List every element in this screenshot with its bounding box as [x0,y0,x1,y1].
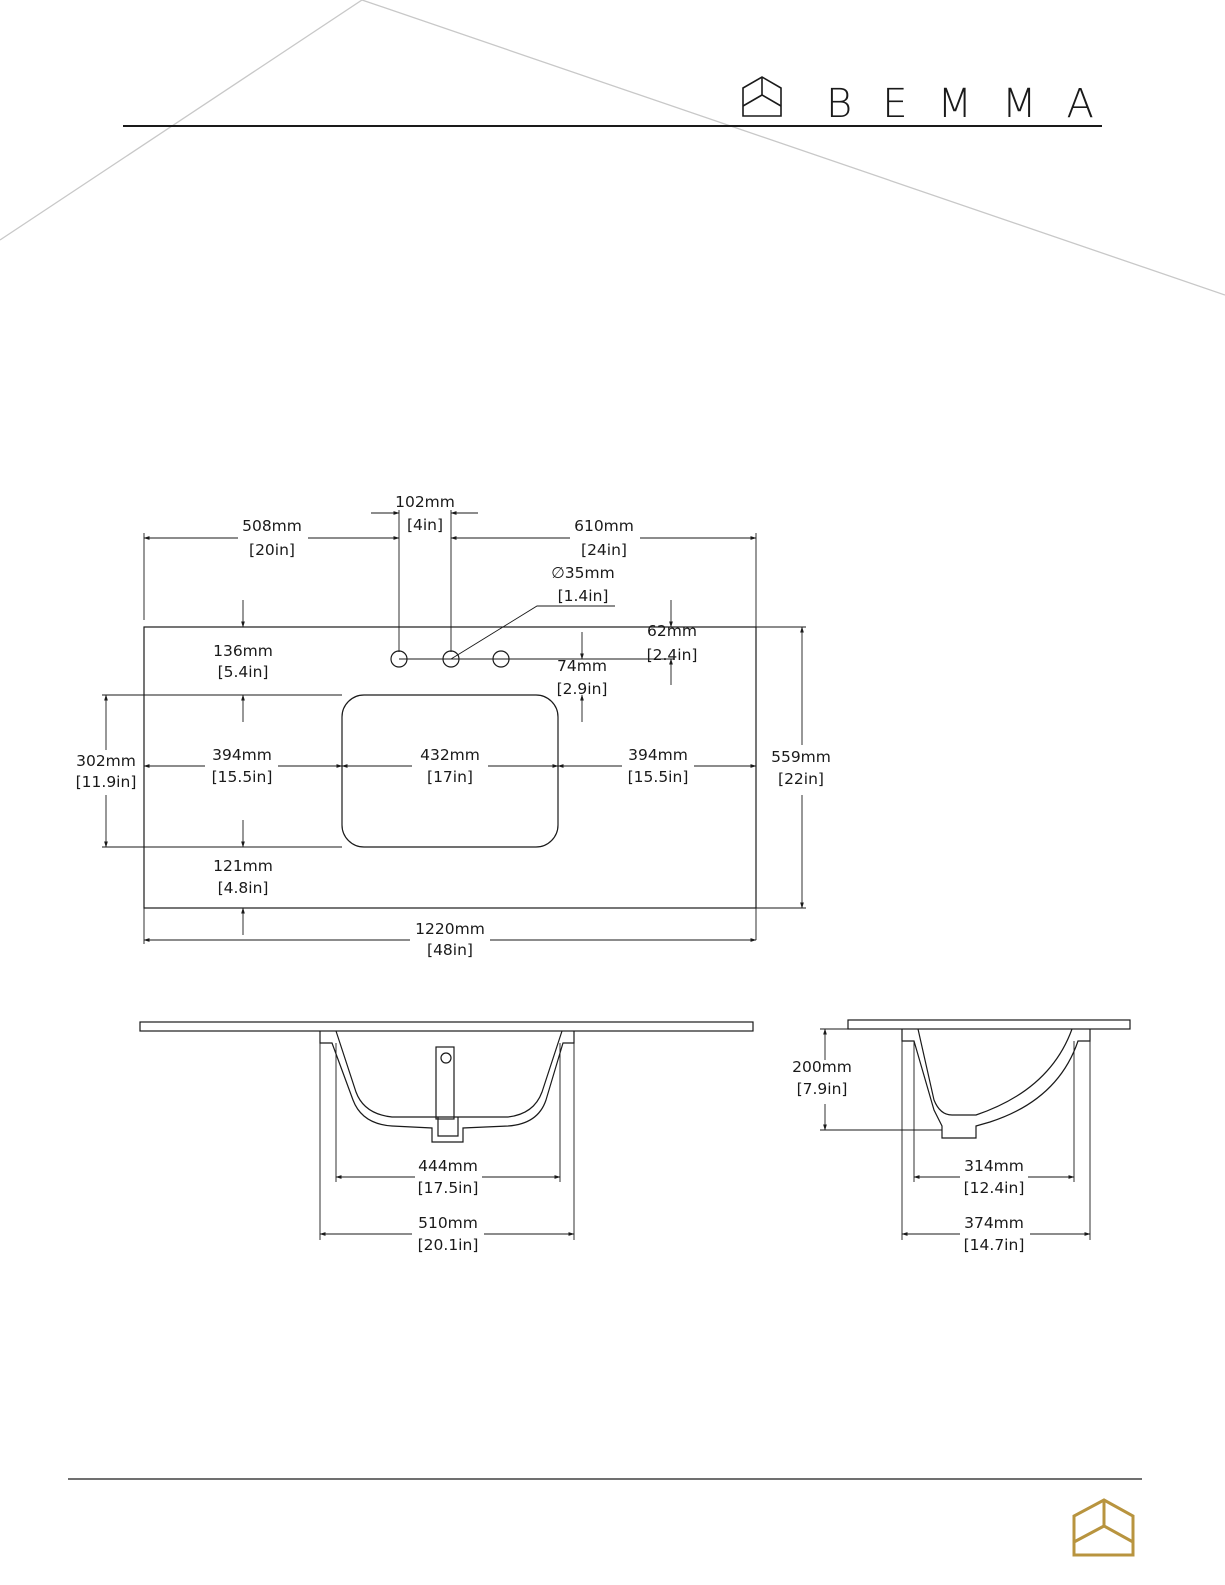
dim-faucet-to-bowl-mm: 74mm [557,657,607,675]
dim-hole-diameter-in: [1.4in] [558,587,609,605]
dim-left-to-faucet-in: [20in] [249,541,295,559]
dim-bowl-depth-top-mm: 302mm [76,752,136,770]
dim-side-outer-width-in: [14.7in] [964,1236,1025,1254]
dim-front-outer-width-in: [20.1in] [418,1236,479,1254]
countertop-slab-side [848,1020,1130,1029]
dim-bowl-width-top-in: [17in] [427,768,473,786]
house-logo-icon [743,77,781,116]
decorative-roof-lines [0,0,1225,295]
dim-overall-width-in: [48in] [427,941,473,959]
countertop-slab-front [140,1022,753,1031]
dim-faucet-spacing-in: [4in] [407,516,443,534]
dim-overall-depth-mm: 559mm [771,748,831,766]
dim-bowl-to-right-in: [15.5in] [628,768,689,786]
side-view-drawing [820,1020,1130,1240]
dim-overall-depth-in: [22in] [778,770,824,788]
top-view-drawing [102,510,806,944]
front-view-labels: 444mm [17.5in] 510mm [20.1in] [418,1157,479,1254]
dim-left-to-bowl-mm: 394mm [212,746,272,764]
dim-front-inner-width-in: [17.5in] [418,1179,479,1197]
dim-back-to-bowl-in: [5.4in] [218,663,269,681]
dim-left-to-faucet-mm: 508mm [242,517,302,535]
dim-side-inner-width-mm: 314mm [964,1157,1024,1175]
dim-bowl-width-top-mm: 432mm [420,746,480,764]
dim-back-to-bowl-mm: 136mm [213,642,273,660]
dim-faucet-spacing-mm: 102mm [395,493,455,511]
dim-overall-width-mm: 1220mm [415,920,485,938]
dim-bowl-depth-top-in: [11.9in] [76,773,137,791]
dim-bowl-to-front-in: [4.8in] [218,879,269,897]
dim-bowl-to-right-mm: 394mm [628,746,688,764]
dim-side-height-in: [7.9in] [797,1080,848,1098]
dim-side-height-mm: 200mm [792,1058,852,1076]
dim-bowl-to-front-mm: 121mm [213,857,273,875]
gold-house-logo-icon [1074,1500,1133,1555]
top-view-labels: 102mm [4in] 508mm [20in] 610mm [24in] ∅3… [76,493,831,959]
dim-front-outer-width-mm: 510mm [418,1214,478,1232]
dim-front-inner-width-mm: 444mm [418,1157,478,1175]
front-view-drawing [140,1022,753,1240]
dim-side-outer-width-mm: 374mm [964,1214,1024,1232]
dim-hole-setback-mm: 62mm [647,622,697,640]
dim-side-inner-width-in: [12.4in] [964,1179,1025,1197]
brand-name: BEMMA [826,81,1124,127]
dim-faucet-to-bowl-in: [2.9in] [557,680,608,698]
dim-hole-setback-in: [2.4in] [647,646,698,664]
dim-hole-diameter-mm: ∅35mm [551,564,614,582]
header-logo: BEMMA [743,77,1124,127]
side-view-labels: 200mm [7.9in] 314mm [12.4in] 374mm [14.7… [792,1058,1024,1254]
dim-faucet-to-right-mm: 610mm [574,517,634,535]
dim-faucet-to-right-in: [24in] [581,541,627,559]
dim-left-to-bowl-in: [15.5in] [212,768,273,786]
